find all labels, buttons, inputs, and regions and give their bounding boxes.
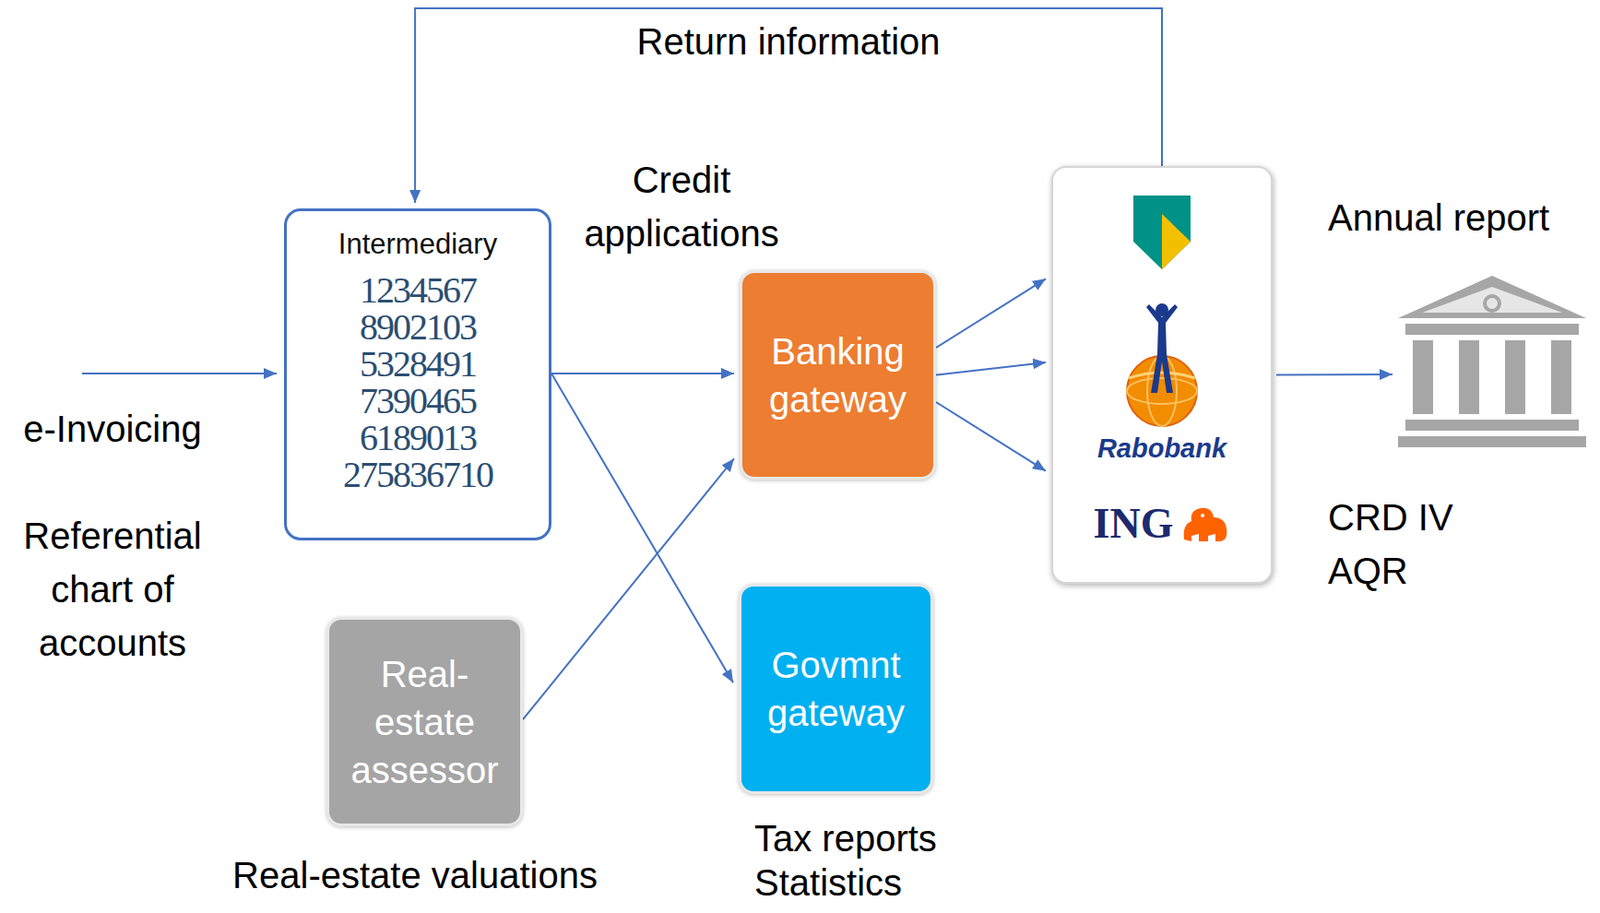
box-label: Govmnt gateway [754,640,918,737]
input-arrow [82,372,277,375]
label-holder: Real-estate valuations [202,848,628,902]
flow-label: Real-estate valuations [202,848,628,902]
ing-logo-row: ING [1093,502,1232,546]
edge-label: Return information [631,21,947,62]
flow-connector [551,373,734,683]
banks-box: RabobankING [1051,165,1273,584]
flow-connector [414,8,1162,203]
node-heading: Annual report [1327,195,1550,240]
flow-connector [551,372,735,375]
flow-label: Tax reports [754,811,1032,866]
regulator-building-icon [1398,275,1587,448]
label-holder: Tax reports [754,811,1032,866]
box-label: Real- estate assessor [342,650,508,795]
digits-illustration: 1234567 8902103 5328491 7390465 6189013 … [343,272,493,494]
flow-connector [1276,373,1393,377]
abn-amro-shield [1133,195,1191,270]
regulator-node: Annual report CRD IV AQR [1327,195,1591,602]
flow-connector [522,458,735,720]
regulation-name: AQR [1327,548,1409,593]
flow-connector [936,362,1046,376]
flow-connector [936,278,1046,348]
intermediary-box: Intermediary 1234567 8902103 5328491 7390… [284,208,552,541]
label-holder: Referential chart of accounts [0,509,226,670]
flow-label: Credit applications [566,153,797,261]
label-holder: Credit applications [566,153,797,261]
flow-label: Statistics [754,855,1032,910]
node-title: Intermediary [338,227,498,261]
banking-gateway-box: Banking gateway [739,270,937,480]
rabobank-logo [1115,300,1209,430]
label-holder: e-Invoicing [0,402,226,456]
label-holder: Statistics [754,855,1032,910]
regulation-name: CRD IV [1327,495,1454,540]
flow-label: e-Invoicing [0,402,226,456]
bank-name: Rabobank [1097,433,1227,464]
ing-lion [1180,504,1231,544]
flow-label: Referential chart of accounts [0,509,226,670]
flow-connector [936,402,1046,472]
box-label: Banking gateway [755,327,921,424]
bank-name: ING [1093,502,1174,546]
govmnt-gateway-box: Govmnt gateway [738,583,934,795]
assessor-box: Real- estate assessor [326,616,523,827]
edge-label-holder: Return information [557,19,1020,64]
